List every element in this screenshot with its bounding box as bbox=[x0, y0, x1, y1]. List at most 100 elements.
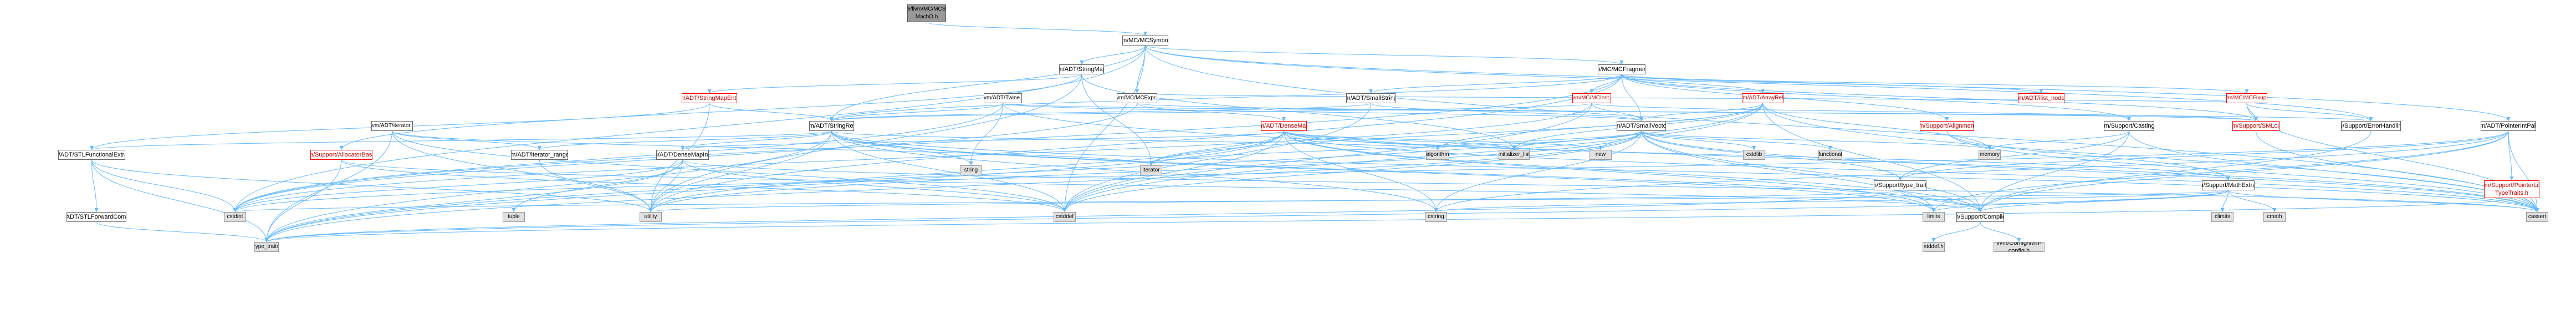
node-label: llvm/ADT/SmallString.h bbox=[1347, 95, 1395, 102]
edge-smallvector-to-type_traits bbox=[264, 130, 1642, 243]
node-cstdint[interactable]: cstdint bbox=[224, 212, 246, 222]
node-label: llvm/MC/MCFixup.h bbox=[2227, 95, 2267, 101]
edge-stringref-to-cstddef bbox=[831, 130, 1067, 213]
edge-pointerintpair-to-type_traits_llvm bbox=[1898, 130, 2509, 181]
edge-iterator-to-utility bbox=[392, 130, 653, 213]
node-label: llvm/Support/PointerLike TypeTraits.h bbox=[2484, 182, 2539, 196]
edge-stringref-to-iterator_range bbox=[538, 130, 832, 150]
node-mcinst[interactable]: llvm/MC/MCInst.h bbox=[1572, 93, 1611, 103]
edge-densemap-to-densemapinfo bbox=[681, 130, 1284, 150]
node-cstring[interactable]: cstring bbox=[1425, 212, 1447, 222]
node-densemap[interactable]: llvm/ADT/DenseMap.h bbox=[1261, 121, 1307, 131]
edge-twine-to-stringref bbox=[830, 103, 1003, 122]
node-memory[interactable]: memory bbox=[1979, 150, 2001, 160]
edge-stlfunctionalextras-to-utility bbox=[91, 159, 653, 213]
node-stringmap[interactable]: llvm/ADT/StringMap.h bbox=[1059, 64, 1104, 74]
edge-mcfragment-to-casting bbox=[1621, 74, 2131, 122]
node-iterator-std[interactable]: iterator bbox=[1140, 165, 1162, 175]
node-pointerintpair[interactable]: llvm/ADT/PointerIntPair.h bbox=[2481, 121, 2536, 131]
node-stlfunctionalextras[interactable]: llvm/ADT/STLFunctionalExtras.h bbox=[58, 150, 125, 160]
edge-mathextras-to-cstring bbox=[1434, 190, 2229, 213]
node-pointerliketypetraits[interactable]: llvm/Support/PointerLike TypeTraits.h bbox=[2484, 180, 2539, 198]
node-stringmapentry[interactable]: llvm/ADT/StringMapEntry.h bbox=[682, 93, 737, 103]
edge-mcinst-to-smloc bbox=[1591, 103, 2258, 122]
node-cmath[interactable]: cmath bbox=[2263, 212, 2286, 222]
node-type-traits[interactable]: type_traits bbox=[254, 242, 279, 252]
node-compiler[interactable]: llvm/Support/Compiler.h bbox=[1956, 212, 2004, 222]
node-algorithm[interactable]: algorithm bbox=[1426, 150, 1449, 160]
edge-densemap-to-initializer_list bbox=[1284, 130, 1516, 150]
node-cassert[interactable]: cassert bbox=[2526, 212, 2548, 222]
node-iterator[interactable]: llvm/ADT/iterator.h bbox=[371, 121, 413, 131]
node-smloc[interactable]: llvm/Support/SMLoc.h bbox=[2232, 121, 2279, 131]
edge-stringref-to-stlfunctionalextras bbox=[90, 130, 832, 150]
node-label: llvm/ADT/ilist_node.h bbox=[2018, 95, 2064, 102]
node-tuple[interactable]: tuple bbox=[503, 212, 525, 222]
edge-stringmap-to-iterator_std bbox=[1081, 74, 1153, 166]
edge-casting-to-memory bbox=[1987, 130, 2129, 150]
node-label: stddef.h bbox=[1924, 244, 1944, 250]
node-label: cassert bbox=[2528, 214, 2547, 220]
edge-smallvector-to-cstdlib bbox=[1641, 130, 1756, 150]
node-utility[interactable]: utility bbox=[640, 212, 662, 222]
edge-stringref-to-cstring bbox=[831, 130, 1438, 213]
edge-smallstring-to-stringref bbox=[830, 103, 1371, 122]
node-cstdlib[interactable]: cstdlib bbox=[1743, 150, 1765, 160]
node-root[interactable]: include/llvm/MC/MCSymbol MachO.h bbox=[907, 4, 946, 22]
edge-errorhandling-to-compiler bbox=[1978, 130, 2371, 213]
node-errorhandling[interactable]: llvm/Support/ErrorHandling.h bbox=[2341, 121, 2401, 131]
node-casting[interactable]: llvm/Support/Casting.h bbox=[2104, 121, 2154, 131]
edge-smallvector-to-cassert bbox=[1641, 130, 2539, 213]
node-stddef[interactable]: stddef.h bbox=[1923, 242, 1945, 252]
node-label: cstddef bbox=[1055, 214, 1074, 220]
node-mathextras[interactable]: llvm/Support/MathExtras.h bbox=[2202, 180, 2255, 190]
edge-twine-to-cassert bbox=[1003, 103, 2539, 213]
node-type-traits-llvm[interactable]: llvm/Support/type_traits.h bbox=[1874, 180, 1926, 190]
node-mcsymbol[interactable]: llvm/MC/MCSymbol.h bbox=[1122, 36, 1168, 46]
node-cstddef[interactable]: cstddef bbox=[1054, 212, 1076, 222]
edge-densemapinfo-to-tuple bbox=[512, 159, 683, 213]
node-smallvector[interactable]: llvm/ADT/SmallVector.h bbox=[1617, 121, 1666, 131]
node-mcexpr[interactable]: llvm/MC/MCExpr.h bbox=[1117, 93, 1157, 103]
node-iterator-range[interactable]: llvm/ADT/iterator_range.h bbox=[511, 150, 568, 160]
node-label: climits bbox=[2215, 214, 2230, 220]
edge-smallvector-to-compiler bbox=[1641, 130, 1982, 213]
node-densemapinfo[interactable]: llvm/ADT/DenseMapInfo.h bbox=[656, 150, 709, 160]
node-label: initializer_list bbox=[1499, 152, 1530, 158]
edge-mcsymbol-to-cstdint bbox=[233, 45, 1146, 213]
edge-twine-to-string bbox=[969, 103, 1003, 166]
edge-casting-to-compiler bbox=[1978, 130, 2129, 213]
node-string[interactable]: string bbox=[960, 165, 982, 175]
edge-densemapinfo-to-utility bbox=[648, 159, 683, 213]
edge-arrayref-to-memory bbox=[1762, 103, 1992, 150]
edge-mcfixup-to-mcexpr bbox=[1136, 93, 2247, 104]
node-mcfragment[interactable]: llvm/MC/MCFragment.h bbox=[1598, 64, 1645, 74]
node-stringref[interactable]: llvm/ADT/StringRef.h bbox=[809, 121, 854, 131]
node-initializer-list[interactable]: initializer_list bbox=[1499, 150, 1530, 160]
edge-mathextras-to-climits bbox=[2220, 190, 2229, 213]
node-climits[interactable]: climits bbox=[2211, 212, 2233, 222]
node-label: llvm/ADT/iterator.h bbox=[371, 123, 413, 129]
edge-casting-to-type_traits_llvm bbox=[1898, 130, 2129, 181]
node-smallstring[interactable]: llvm/ADT/SmallString.h bbox=[1346, 93, 1396, 103]
node-config[interactable]: llvm/Config/llvm-config.h bbox=[1994, 242, 2045, 252]
node-twine[interactable]: llvm/ADT/Twine.h bbox=[984, 93, 1022, 103]
node-alignment[interactable]: llvm/Support/Alignment.h bbox=[1920, 121, 1974, 131]
edge-densemapinfo-to-type_traits bbox=[264, 159, 683, 243]
node-allocatorbase[interactable]: llvm/Support/AllocatorBase.h bbox=[310, 150, 372, 160]
node-stlforwardcompat[interactable]: llvm/ADT/STLForwardCompat.h bbox=[67, 212, 126, 222]
node-label: cstdlib bbox=[1746, 152, 1762, 158]
edge-twine-to-smallvector bbox=[1003, 103, 1643, 122]
edge-stringmap-to-stringmapentry bbox=[707, 74, 1082, 94]
node-mcfixup[interactable]: llvm/MC/MCFixup.h bbox=[2226, 93, 2267, 103]
node-arrayref[interactable]: llvm/ADT/ArrayRef.h bbox=[1742, 93, 1783, 103]
node-label: llvm/MC/MCExpr.h bbox=[1117, 95, 1157, 101]
edge-allocatorbase-to-compiler bbox=[341, 159, 1982, 213]
edge-mcsymbol-to-stringmap bbox=[1080, 45, 1146, 65]
node-label: llvm/Support/type_traits.h bbox=[1874, 182, 1926, 189]
node-limits[interactable]: limits bbox=[1923, 212, 1945, 222]
edge-mathextras-to-cassert bbox=[2228, 190, 2539, 213]
node-functional[interactable]: functional bbox=[1818, 150, 1842, 160]
node-new[interactable]: new bbox=[1589, 150, 1612, 160]
node-ilist-node[interactable]: llvm/ADT/ilist_node.h bbox=[2018, 93, 2064, 103]
